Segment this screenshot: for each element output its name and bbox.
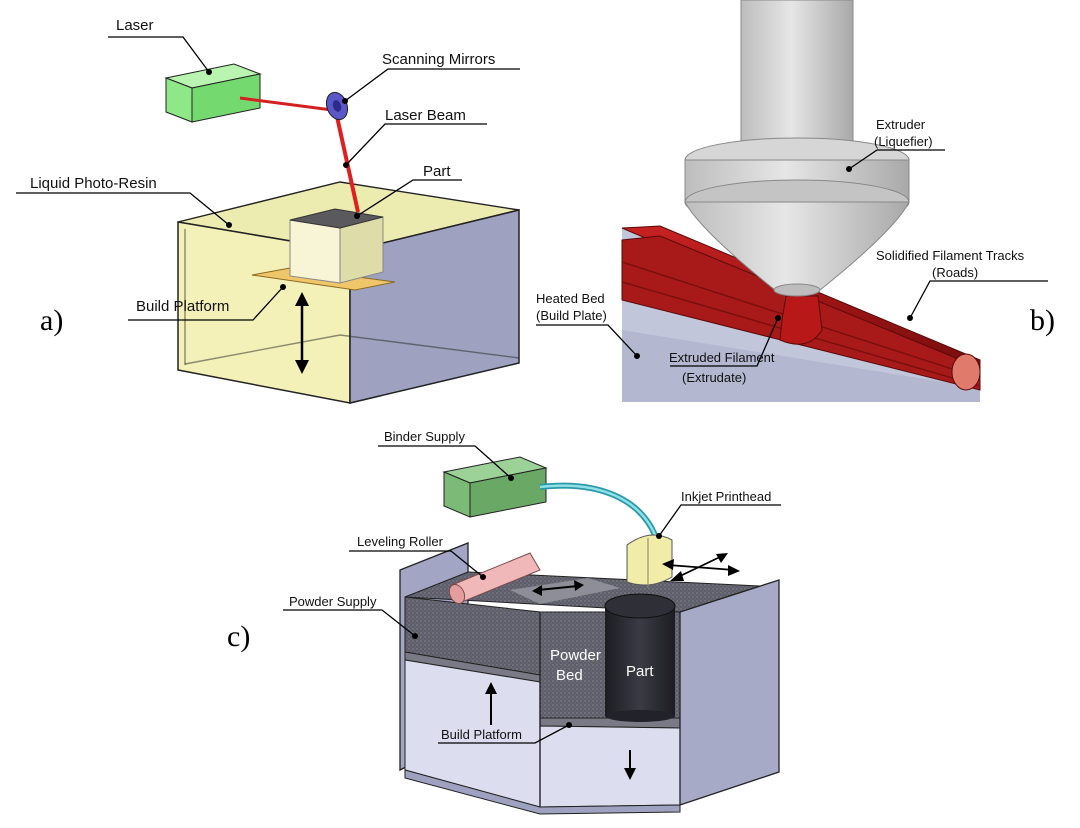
supply-up-arrow [485, 682, 497, 725]
platform-motion-arrow [295, 292, 309, 374]
binder-supply-box [442, 456, 548, 518]
extruder-barrel [740, 0, 854, 161]
label-inkjet-printhead: Inkjet Printhead [681, 489, 771, 504]
panel-letter-a: a) [40, 304, 63, 337]
label-build-platform-a: Build Platform [136, 298, 229, 315]
leveling-roller [448, 552, 541, 605]
bed-lower-void [539, 725, 681, 808]
label-powder-supply: Powder Supply [289, 594, 377, 609]
label-extruded-filament: Extruded Filament [669, 350, 775, 365]
bed-down-arrow [624, 750, 636, 780]
label-solidified-tracks-sub: (Roads) [932, 265, 978, 280]
inkjet-printhead [626, 534, 673, 588]
panel-letter-c: c) [227, 620, 250, 653]
part-block-side [339, 216, 384, 284]
panel-b: Extruder (Liquefier) Solidified Filament… [536, 0, 1055, 402]
laser-beam-horizontal [239, 96, 333, 112]
label-build-platform-c: Build Platform [441, 727, 522, 742]
label-extruder-sub: (Liquefier) [874, 134, 933, 149]
scanning-mirror-icon [325, 91, 349, 121]
label-scanning-mirrors: Scanning Mirrors [382, 51, 495, 68]
filament-track-end [951, 353, 981, 391]
laser-beam-vertical [334, 111, 360, 213]
label-part-a: Part [423, 163, 451, 180]
vat-inner-edge [184, 334, 520, 365]
label-extruder: Extruder [876, 117, 926, 132]
printed-part [604, 593, 676, 722]
label-powder-bed-sub: Bed [556, 667, 583, 684]
vat-right-face [349, 209, 520, 404]
extruded-filament [779, 295, 823, 345]
label-solidified-tracks: Solidified Filament Tracks [876, 248, 1025, 263]
label-leveling-roller: Leveling Roller [357, 534, 444, 549]
label-part-c: Part [626, 663, 654, 680]
label-laser: Laser [116, 17, 154, 34]
printhead-motion-arrows [662, 553, 740, 581]
label-liquid-photo-resin: Liquid Photo-Resin [30, 175, 157, 192]
panel-c: Powder Bed Part Binder Supply Inkjet Pri… [227, 429, 781, 815]
label-heated-bed: Heated Bed [536, 291, 605, 306]
right-wall [679, 579, 780, 806]
label-binder-supply: Binder Supply [384, 429, 465, 444]
part-block-front [289, 219, 341, 284]
label-extruded-filament-sub: (Extrudate) [682, 370, 746, 385]
label-powder-bed: Powder [550, 647, 601, 664]
laser-source [164, 63, 262, 123]
panel-a: Laser Scanning Mirrors Laser Beam Liquid… [16, 17, 520, 404]
panel-letter-b: b) [1030, 304, 1055, 337]
label-heated-bed-sub: (Build Plate) [536, 308, 607, 323]
label-laser-beam: Laser Beam [385, 107, 466, 124]
roller-motion-arrow [532, 580, 584, 596]
